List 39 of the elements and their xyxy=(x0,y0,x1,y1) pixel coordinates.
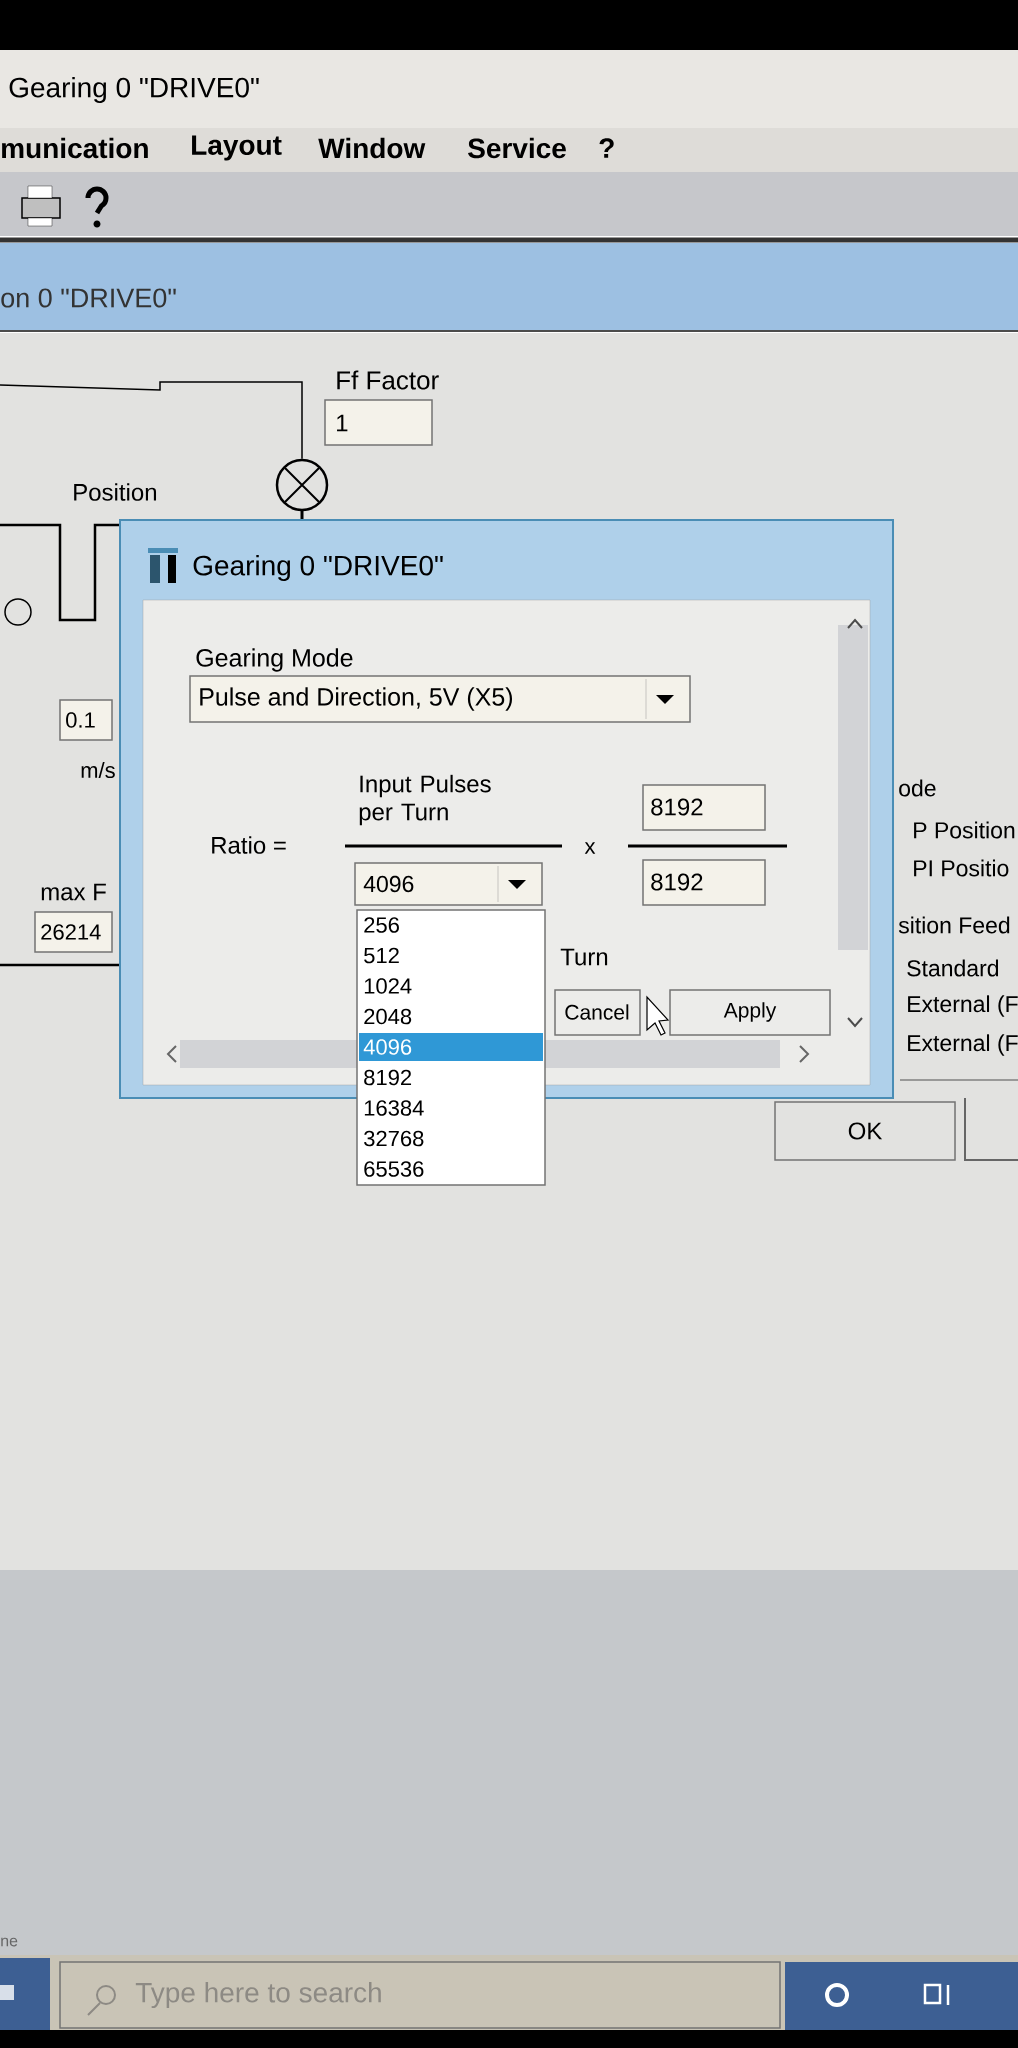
desktop-text: ne xyxy=(1,1937,18,1947)
field-label: Ff Factor xyxy=(337,370,439,390)
field-value: 0.1 xyxy=(66,712,95,728)
menu-item: ? xyxy=(599,138,614,158)
radio-label: PI Positio xyxy=(914,859,1009,877)
unit-label: m/s xyxy=(81,761,115,779)
radio-label: External (F xyxy=(908,995,1018,1017)
signal-line xyxy=(0,381,303,460)
menu-item: Service xyxy=(468,137,566,159)
multiply-sign: x xyxy=(584,842,596,854)
field-value: 8192 xyxy=(651,873,703,891)
fraction-label: Input Pulses per Turn xyxy=(359,774,491,826)
menu-item: Layout xyxy=(192,135,282,161)
field-value: 1 xyxy=(337,414,348,432)
dialog-title: Gearing 0 "DRIVE0" xyxy=(193,554,443,582)
field-value: 4096 xyxy=(363,875,414,893)
search-box: Type here to search xyxy=(59,1961,781,2029)
menu-item: Window xyxy=(318,137,426,159)
ok-button: OK xyxy=(774,1101,956,1161)
block-label: Position xyxy=(74,483,156,501)
apply-button: Apply xyxy=(669,989,831,1036)
multiplier-symbol xyxy=(275,458,329,512)
menu-item: munication xyxy=(2,137,148,159)
group-label: sition Feed xyxy=(898,916,1010,934)
window-title: Gearing 0 "DRIVE0" xyxy=(9,76,259,104)
field-label: Gearing Mode xyxy=(196,648,353,672)
radio-label: Standard xyxy=(907,959,999,977)
unit-label: Turn xyxy=(560,948,608,966)
ratio-label: Ratio = xyxy=(212,836,286,854)
field-label: max F xyxy=(41,883,106,901)
field-value: 26214 xyxy=(41,924,101,940)
group-label: ode xyxy=(899,779,936,797)
dropdown-list: 256 512 1024 2048 4096 8192 16384 32768 65536 xyxy=(356,909,546,1186)
window-caption: on 0 "DRIVE0" xyxy=(1,288,176,308)
radio-label: P Position xyxy=(914,821,1015,839)
cancel-button: Cancel xyxy=(554,989,641,1036)
radio-label: External (F xyxy=(908,1034,1018,1056)
field-value: 8192 xyxy=(651,798,703,816)
field-value: Pulse and Direction, 5V (X5) xyxy=(200,687,513,711)
